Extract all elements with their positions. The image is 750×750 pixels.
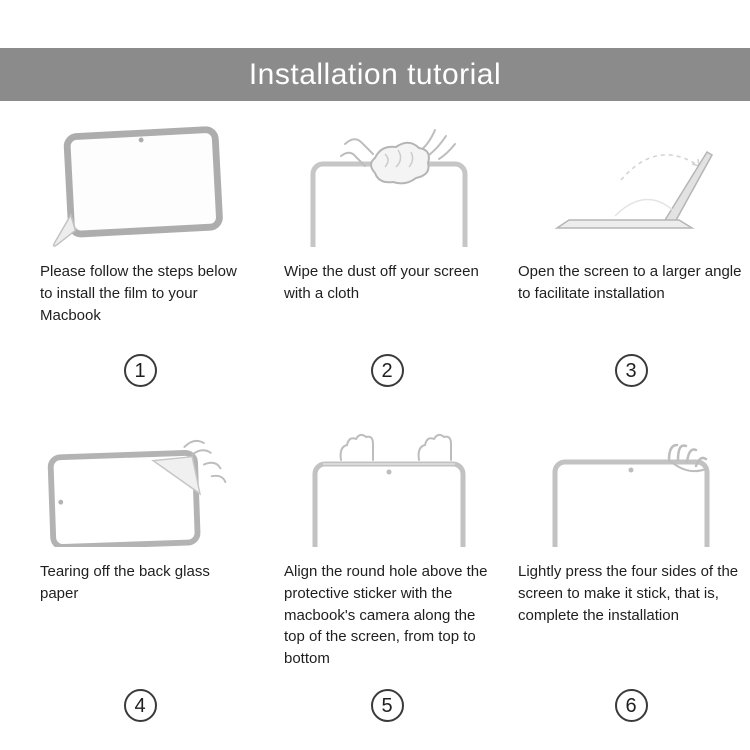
step-2-cell: Wipe the dust off your screen with a clo… (250, 101, 500, 401)
step-4-cell: Tearing off the back glass paper 4 (0, 401, 250, 736)
page-title: Installation tutorial (248, 57, 502, 91)
step-2-caption: Wipe the dust off your screen with a clo… (284, 263, 479, 302)
step-1-cell: Please follow the steps below to install… (0, 101, 250, 401)
step-2-number: 2 (381, 359, 393, 382)
step-2-number-badge: 2 (370, 354, 404, 387)
macbook-film-peel-icon (40, 119, 240, 247)
wipe-screen-cloth-icon (284, 119, 490, 247)
align-camera-hole-icon (284, 419, 490, 547)
open-laptop-angle-icon (518, 119, 744, 247)
step-6-number: 6 (625, 694, 637, 717)
step-5-cell: Align the round hole above the protectiv… (250, 401, 500, 736)
header-banner: Installation tutorial (0, 48, 750, 101)
step-5-number-badge: 5 (370, 689, 404, 722)
press-four-sides-icon (518, 419, 744, 547)
step-3-cell: Open the screen to a larger angle to fac… (500, 101, 750, 401)
step-4-number-badge: 4 (123, 689, 157, 722)
step-1-number: 1 (134, 359, 146, 382)
step-5-caption: Align the round hole above the protectiv… (284, 563, 488, 667)
steps-row-2: Tearing off the back glass paper 4 Align… (0, 401, 750, 736)
step-3-number: 3 (625, 359, 637, 382)
step-1-number-badge: 1 (123, 354, 157, 387)
steps-row-1: Please follow the steps below to install… (0, 101, 750, 401)
step-1-caption: Please follow the steps below to install… (40, 263, 237, 324)
step-3-number-badge: 3 (614, 354, 648, 387)
step-4-number: 4 (134, 694, 146, 717)
step-6-caption: Lightly press the four sides of the scre… (518, 563, 739, 624)
step-6-number-badge: 6 (614, 689, 648, 722)
step-6-cell: Lightly press the four sides of the scre… (500, 401, 750, 736)
tear-back-paper-icon (40, 419, 240, 547)
step-4-caption: Tearing off the back glass paper (40, 563, 210, 602)
step-5-number: 5 (381, 694, 393, 717)
step-3-caption: Open the screen to a larger angle to fac… (518, 263, 742, 302)
